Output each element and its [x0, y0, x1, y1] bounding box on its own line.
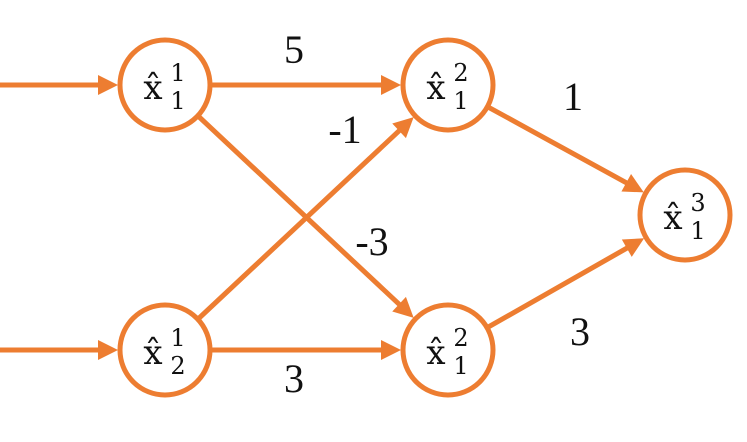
edge-x21-to-x12b	[207, 340, 401, 360]
node-superscript: 2	[453, 324, 468, 352]
node-superscript: 2	[453, 59, 468, 87]
edge-weight-label: -1	[328, 107, 361, 152]
arrowhead-icon	[621, 238, 645, 257]
edge-weight-label: 3	[284, 356, 304, 401]
node-subscript: 2	[170, 352, 185, 380]
node-subscript: 1	[453, 87, 468, 115]
edge-weight-label: 1	[563, 74, 583, 119]
edge-weight-label: -3	[355, 219, 388, 264]
arrowhead-icon	[392, 296, 414, 318]
node-symbol: x̂	[143, 68, 162, 108]
edge-line	[195, 113, 404, 309]
nodes-layer: x̂11x̂12x̂21x̂21x̂31	[117, 37, 733, 398]
edge-x12a-to-x13	[484, 104, 644, 193]
node-symbol: x̂	[663, 198, 682, 238]
arrowhead-icon	[381, 340, 401, 360]
node-superscript: 3	[690, 189, 705, 217]
node-circle	[400, 37, 496, 133]
weights-layer: 5 -3 -1 3 1 3	[284, 27, 590, 401]
arrowhead-icon	[98, 75, 118, 95]
node-symbol: x̂	[426, 68, 445, 108]
node-x11: x̂ 11	[117, 37, 213, 133]
edge-x11-to-x12a	[207, 75, 401, 95]
node-circle	[117, 302, 213, 398]
node-circle	[637, 167, 733, 263]
edge-input-2-to-x21	[0, 340, 118, 360]
edge-x21-to-x12a	[195, 117, 414, 322]
node-x13: x̂ 31	[637, 167, 733, 263]
arrowhead-icon	[381, 75, 401, 95]
node-subscript: 1	[690, 217, 705, 245]
edge-line	[484, 104, 631, 187]
edge-x11-to-x12b	[195, 113, 414, 318]
node-circle	[400, 302, 496, 398]
edge-x12b-to-x13	[484, 238, 645, 331]
node-circle	[117, 37, 213, 133]
arrowhead-icon	[621, 174, 644, 193]
node-x21: x̂ 12	[117, 302, 213, 398]
edge-weight-label: 5	[284, 27, 304, 72]
node-superscript: 1	[170, 324, 185, 352]
arrowhead-icon	[98, 340, 118, 360]
edge-line	[484, 244, 632, 331]
node-x12a: x̂ 21	[400, 37, 496, 133]
node-symbol: x̂	[143, 333, 162, 373]
edges-layer	[0, 75, 645, 360]
node-superscript: 1	[170, 59, 185, 87]
node-x12b: x̂ 21	[400, 302, 496, 398]
edge-line	[195, 126, 404, 322]
node-subscript: 1	[453, 352, 468, 380]
node-subscript: 1	[170, 87, 185, 115]
edge-input-1-to-x11	[0, 75, 118, 95]
edge-weight-label: 3	[570, 309, 590, 354]
node-symbol: x̂	[426, 333, 445, 373]
arrowhead-icon	[392, 117, 414, 139]
